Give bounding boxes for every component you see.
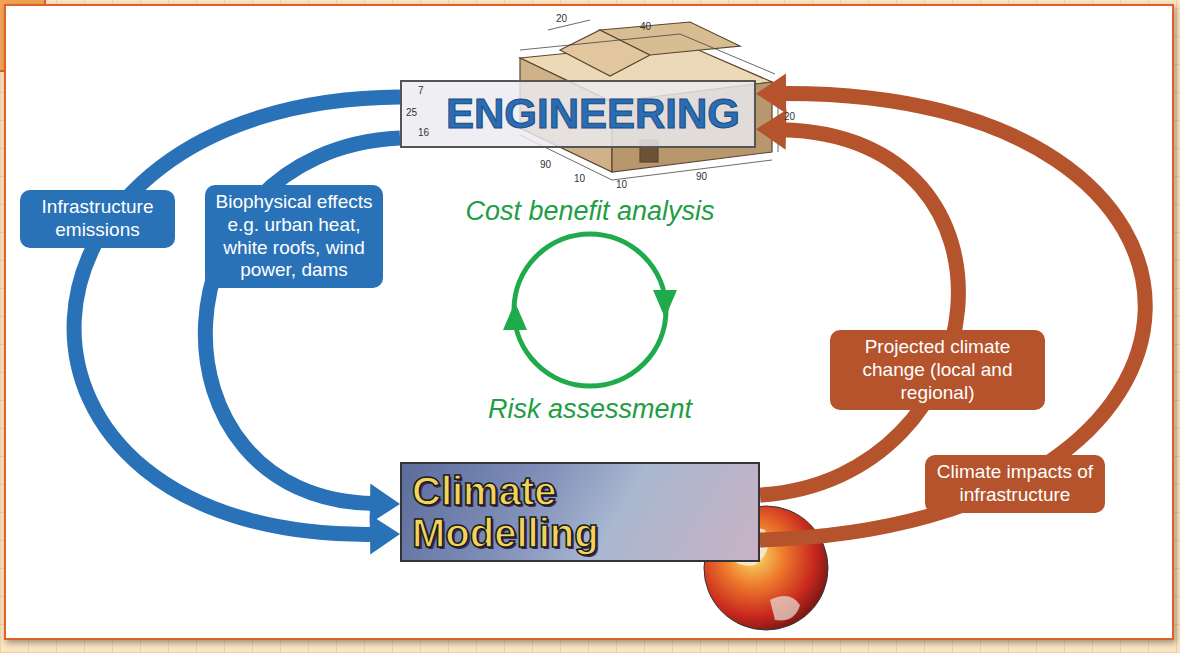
box-title: ENGINEERING — [446, 90, 740, 138]
dimension-number: 10 — [616, 180, 627, 190]
climate-box: Climate Modelling — [400, 462, 760, 562]
engineering-box: ENGINEERING — [400, 80, 756, 148]
curved-arrow — [205, 138, 400, 523]
dimension-number: 90 — [696, 172, 707, 182]
cycle-label: Risk assessment — [484, 394, 696, 425]
dimension-number: 90 — [540, 160, 551, 170]
dimension-number: 10 — [574, 174, 585, 184]
dimension-number: 40 — [640, 22, 651, 32]
cycle-label: Cost benefit analysis — [461, 196, 718, 227]
curved-arrow — [756, 73, 1145, 540]
cycle-arrows — [503, 234, 677, 386]
dimension-number: 16 — [418, 128, 429, 138]
curved-arrow — [756, 110, 958, 495]
edge-label: Projected climate change (local and regi… — [830, 330, 1045, 410]
box-title: Climate Modelling — [412, 470, 622, 554]
dimension-number: 7 — [418, 86, 424, 96]
edge-label: Climate impacts of infrastructure — [925, 455, 1105, 513]
dimension-number: 25 — [406, 108, 417, 118]
dimension-number: 20 — [556, 14, 567, 24]
edge-label: Infrastructure emissions — [20, 190, 175, 248]
dimension-number: 20 — [784, 112, 795, 122]
edge-label: Biophysical effects e.g. urban heat, whi… — [205, 185, 383, 288]
curved-arrow — [74, 97, 400, 554]
